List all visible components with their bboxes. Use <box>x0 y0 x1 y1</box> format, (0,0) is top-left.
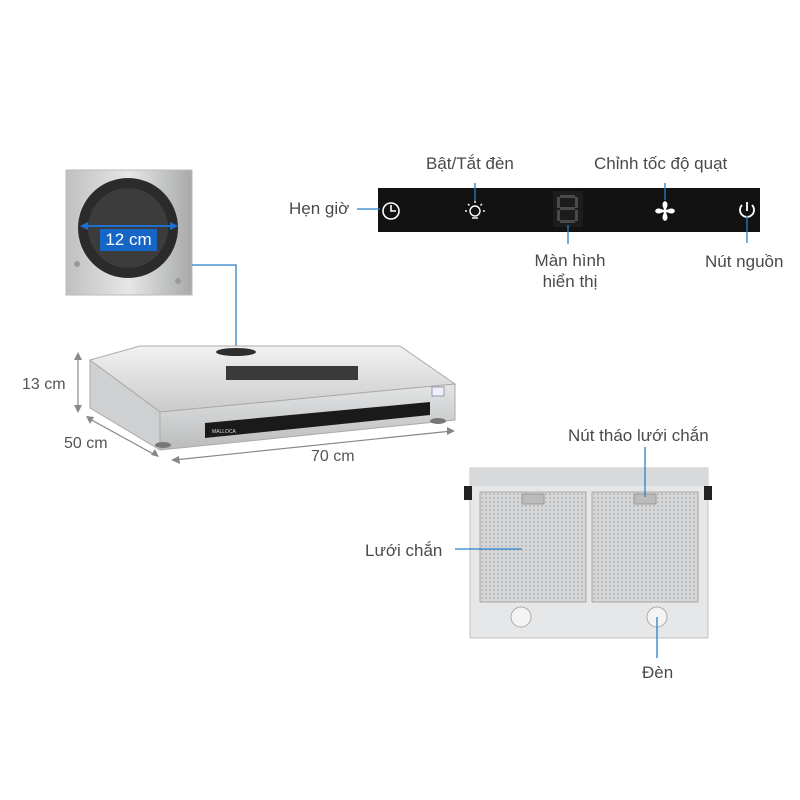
display-label-line2: hiển thị <box>542 272 598 292</box>
light-toggle-label: Bật/Tắt đèn <box>426 154 514 173</box>
width-dimension <box>173 430 453 461</box>
hood-control-strip <box>205 402 430 438</box>
diameter-label: 12 cm <box>100 229 157 251</box>
power-label: Nút nguồn <box>705 252 784 271</box>
control-panel <box>378 188 760 232</box>
brand-logo: MALLOCA <box>212 429 237 435</box>
filter-view <box>464 467 712 639</box>
vent-slots <box>226 366 358 380</box>
filter-release-label: Nút tháo lưới chắn <box>568 426 709 445</box>
display-label: Màn hình hiển thị <box>530 250 610 293</box>
filter-release-left <box>521 493 545 505</box>
duct-inset <box>65 169 193 296</box>
filter-leaders <box>455 447 658 658</box>
seven-segment-display <box>553 191 583 227</box>
fan-icon <box>655 201 675 221</box>
filter-mesh-right <box>591 491 699 603</box>
depth-dimension <box>87 417 158 457</box>
display-label-line1: Màn hình <box>534 251 606 270</box>
filter-mesh-left <box>479 491 587 603</box>
duct-hole <box>216 348 256 356</box>
lamp-label: Đèn <box>642 663 674 682</box>
timer-label: Hẹn giờ <box>289 199 350 218</box>
clock-icon <box>382 202 400 220</box>
height-label: 13 cm <box>22 376 66 393</box>
light-bulb-icon <box>465 201 485 219</box>
lamp-left <box>510 606 532 628</box>
range-hood: MALLOCA <box>88 345 457 451</box>
width-label: 70 cm <box>311 448 355 465</box>
depth-label: 50 cm <box>64 435 108 452</box>
control-leaders <box>357 183 748 244</box>
fan-speed-label: Chỉnh tốc độ quạt <box>594 154 728 173</box>
filter-mesh-label: Lưới chắn <box>365 541 443 560</box>
dimension-lines <box>74 352 455 464</box>
inset-leader <box>192 264 237 354</box>
